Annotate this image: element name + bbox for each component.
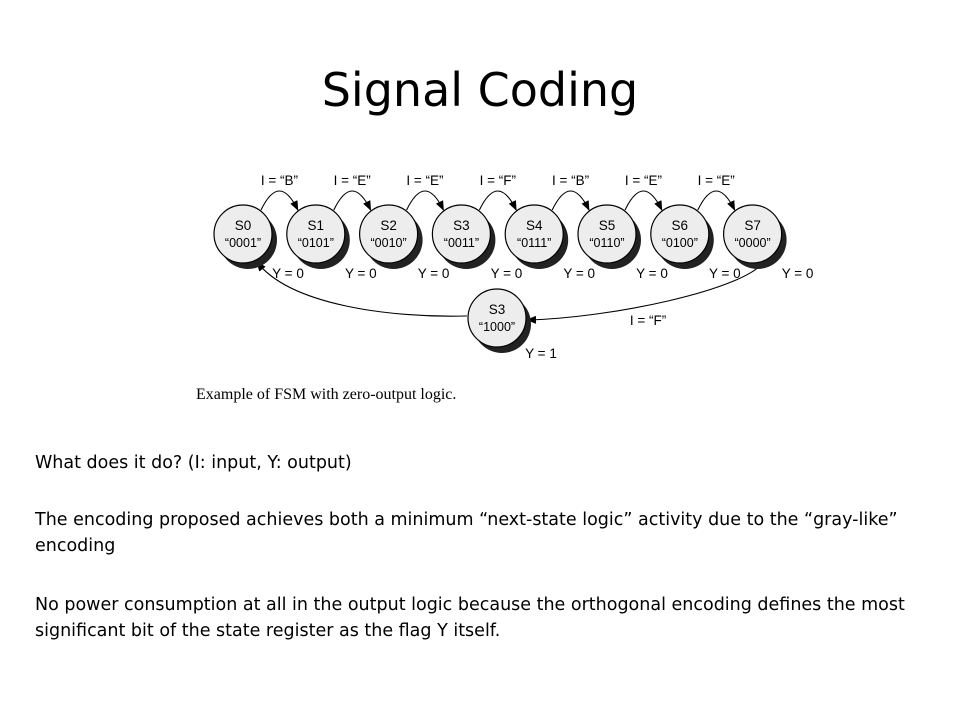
state-node (722, 204, 783, 264)
state-code: “0100” (662, 236, 698, 250)
extra-state-name: S3 (489, 302, 506, 317)
input-label: I = “E” (625, 173, 662, 188)
state-code: “0111” (517, 236, 551, 250)
transition-arc (260, 190, 299, 211)
figure-caption: Example of FSM with zero-output logic. (196, 386, 457, 403)
output-label: Y = 0 (345, 266, 377, 281)
state-name: S7 (744, 218, 761, 233)
slide-title: Signal Coding (321, 63, 639, 117)
input-label: I = “E” (698, 173, 735, 188)
state-node (577, 204, 637, 264)
input-label: I = “B” (261, 173, 298, 188)
transition-arc (551, 190, 590, 211)
state-name: S3 (453, 218, 470, 233)
state-name: S1 (308, 218, 325, 233)
input-label: I = “F” (480, 173, 516, 188)
state-code: “0010” (371, 236, 407, 250)
output-label: Y = 0 (418, 266, 450, 281)
state-node (650, 204, 710, 264)
power-explanation: No power consumption at all in the outpu… (35, 595, 905, 641)
state-name: S6 (672, 218, 689, 233)
state-node (359, 204, 419, 264)
state-name: S5 (599, 218, 616, 233)
encoding-explanation: The encoding proposed achieves both a mi… (35, 510, 898, 556)
state-node (286, 204, 346, 264)
extra-state-node (467, 288, 527, 348)
state-name: S4 (526, 218, 543, 233)
input-label: I = “B” (552, 173, 589, 188)
question-text: What does it do? (I: input, Y: output) (35, 453, 352, 473)
output-label: Y = 0 (491, 266, 523, 281)
transition-arc (697, 190, 736, 211)
transition-arc-to-extra (526, 260, 766, 324)
return-input-label: I = “F” (630, 313, 666, 328)
extra-state-output: Y = 1 (525, 346, 557, 361)
state-code: “0101” (298, 236, 334, 250)
state-node (504, 204, 564, 264)
output-label: Y = 0 (782, 266, 814, 281)
state-code: “0001” (225, 236, 261, 250)
output-label: Y = 0 (272, 266, 304, 281)
output-label: Y = 0 (709, 266, 741, 281)
state-node (431, 204, 491, 264)
state-code: “0110” (589, 236, 624, 250)
transition-arc (624, 190, 663, 211)
output-label: Y = 0 (563, 266, 595, 281)
state-node (213, 204, 273, 264)
transition-arc (406, 190, 444, 211)
input-label: I = “E” (334, 173, 371, 188)
transition-arc (478, 190, 517, 211)
state-name: S0 (235, 218, 252, 233)
input-label: I = “E” (406, 173, 443, 188)
state-code: “0011” (444, 236, 479, 250)
transition-arc (333, 190, 372, 211)
output-label: Y = 0 (636, 266, 668, 281)
extra-state-code: “1000” (479, 320, 515, 334)
state-code: “0000” (735, 236, 771, 250)
transition-arc-to-s0 (256, 261, 468, 317)
state-name: S2 (380, 218, 397, 233)
